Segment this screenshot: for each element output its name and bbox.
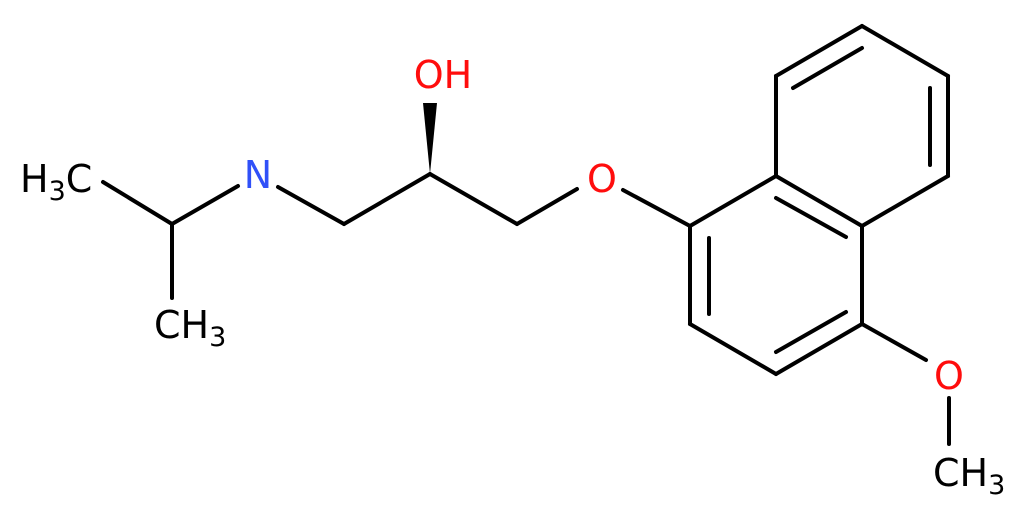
atom-label-ch3-top: H3C bbox=[20, 157, 92, 207]
bond-ch3-top-to-ch bbox=[101, 180, 174, 226]
ch3-top-h: H bbox=[20, 157, 49, 201]
methoxy-ch3-subscript: 3 bbox=[988, 470, 1005, 501]
atom-label-ether-oxygen: O bbox=[587, 157, 617, 201]
bond-ring-to-methoxy-o bbox=[860, 322, 928, 362]
bond-ch2-to-ether-o bbox=[515, 187, 579, 226]
bond-choh-to-ch2 bbox=[428, 172, 519, 226]
bond-ether-o-to-ring bbox=[621, 188, 692, 228]
atom-label-hydroxyl: OH bbox=[414, 53, 472, 97]
ring-bond-c4a-c8a-inner bbox=[774, 196, 848, 239]
ring-bond-c8a-c1 bbox=[688, 174, 778, 228]
bond-ch2-to-choh bbox=[342, 172, 432, 226]
ch3-top-c: C bbox=[66, 157, 93, 201]
methoxy-ch3-ch: CH bbox=[933, 451, 988, 495]
stereo-wedge-bond bbox=[423, 103, 437, 174]
bond-n-to-ch2 bbox=[276, 185, 346, 226]
atom-labels: H3C CH3 N OH O O CH3 bbox=[20, 53, 1005, 501]
ring-bond-c2-c3 bbox=[688, 322, 778, 376]
ch3-top-subscript: 3 bbox=[49, 176, 66, 207]
atom-label-amine-nitrogen: N bbox=[244, 153, 272, 197]
ring-bond-c8-c7 bbox=[774, 24, 864, 78]
ring-bond-c3-c4 bbox=[774, 322, 864, 376]
bond-ch-to-n bbox=[170, 184, 240, 226]
ring-bond-c3-c4-inner bbox=[774, 310, 848, 354]
atom-label-methoxy-oxygen: O bbox=[934, 354, 964, 398]
ch3-bottom-ch: CH bbox=[154, 303, 209, 347]
ring-bond-c8-c7-inner bbox=[791, 46, 864, 90]
atom-label-methoxy-ch3: CH3 bbox=[933, 451, 1005, 501]
ring-bond-c4a-c8a bbox=[774, 174, 864, 228]
bonds bbox=[101, 24, 951, 446]
atom-label-ch3-bottom: CH3 bbox=[154, 303, 226, 353]
ring-bond-c7-c6 bbox=[860, 24, 950, 78]
ch3-bottom-subscript: 3 bbox=[209, 322, 226, 353]
ring-bond-c5-c4a bbox=[860, 174, 950, 228]
